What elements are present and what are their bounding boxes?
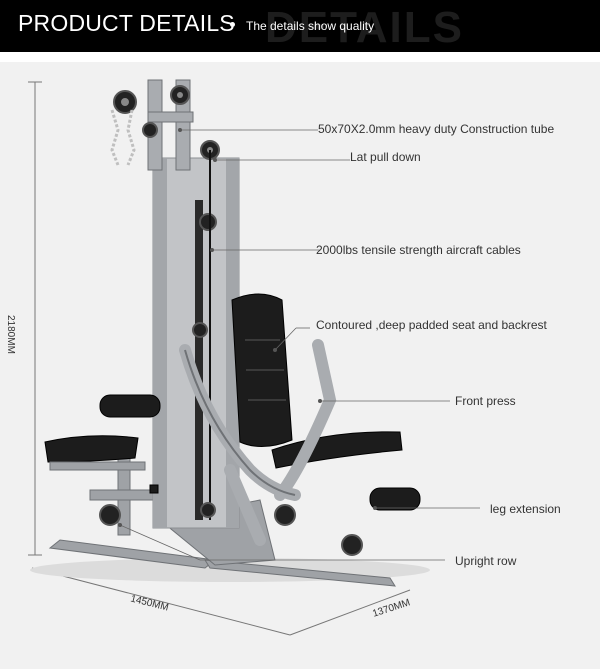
bullet-icon bbox=[230, 22, 235, 27]
dimension-lines bbox=[28, 81, 411, 636]
callout-construction-tube: 50x70X2.0mm heavy duty Construction tube bbox=[318, 122, 555, 136]
roller-pads bbox=[99, 394, 421, 511]
leader-lines bbox=[119, 129, 480, 561]
callout-aircraft-cables: 2000lbs tensile strength aircraft cables bbox=[316, 243, 521, 257]
header-ghost-text: DETAILS bbox=[265, 3, 464, 52]
callout-lat-pull-down: Lat pull down bbox=[350, 150, 421, 164]
page-subtitle: The details show quality bbox=[246, 19, 375, 33]
callout-upright-row: Upright row bbox=[455, 554, 517, 568]
callout-front-press: Front press bbox=[455, 394, 516, 408]
dimension-height: 2180MM bbox=[5, 315, 16, 354]
backrest bbox=[231, 293, 293, 447]
callout-leg-extension: leg extension bbox=[490, 502, 561, 516]
page-title: PRODUCT DETAILS bbox=[18, 10, 235, 36]
header-banner: DETAILS PRODUCT DETAILS The details show… bbox=[0, 0, 600, 52]
callout-seat-backrest: Contoured ,deep padded seat and backrest bbox=[316, 318, 547, 332]
